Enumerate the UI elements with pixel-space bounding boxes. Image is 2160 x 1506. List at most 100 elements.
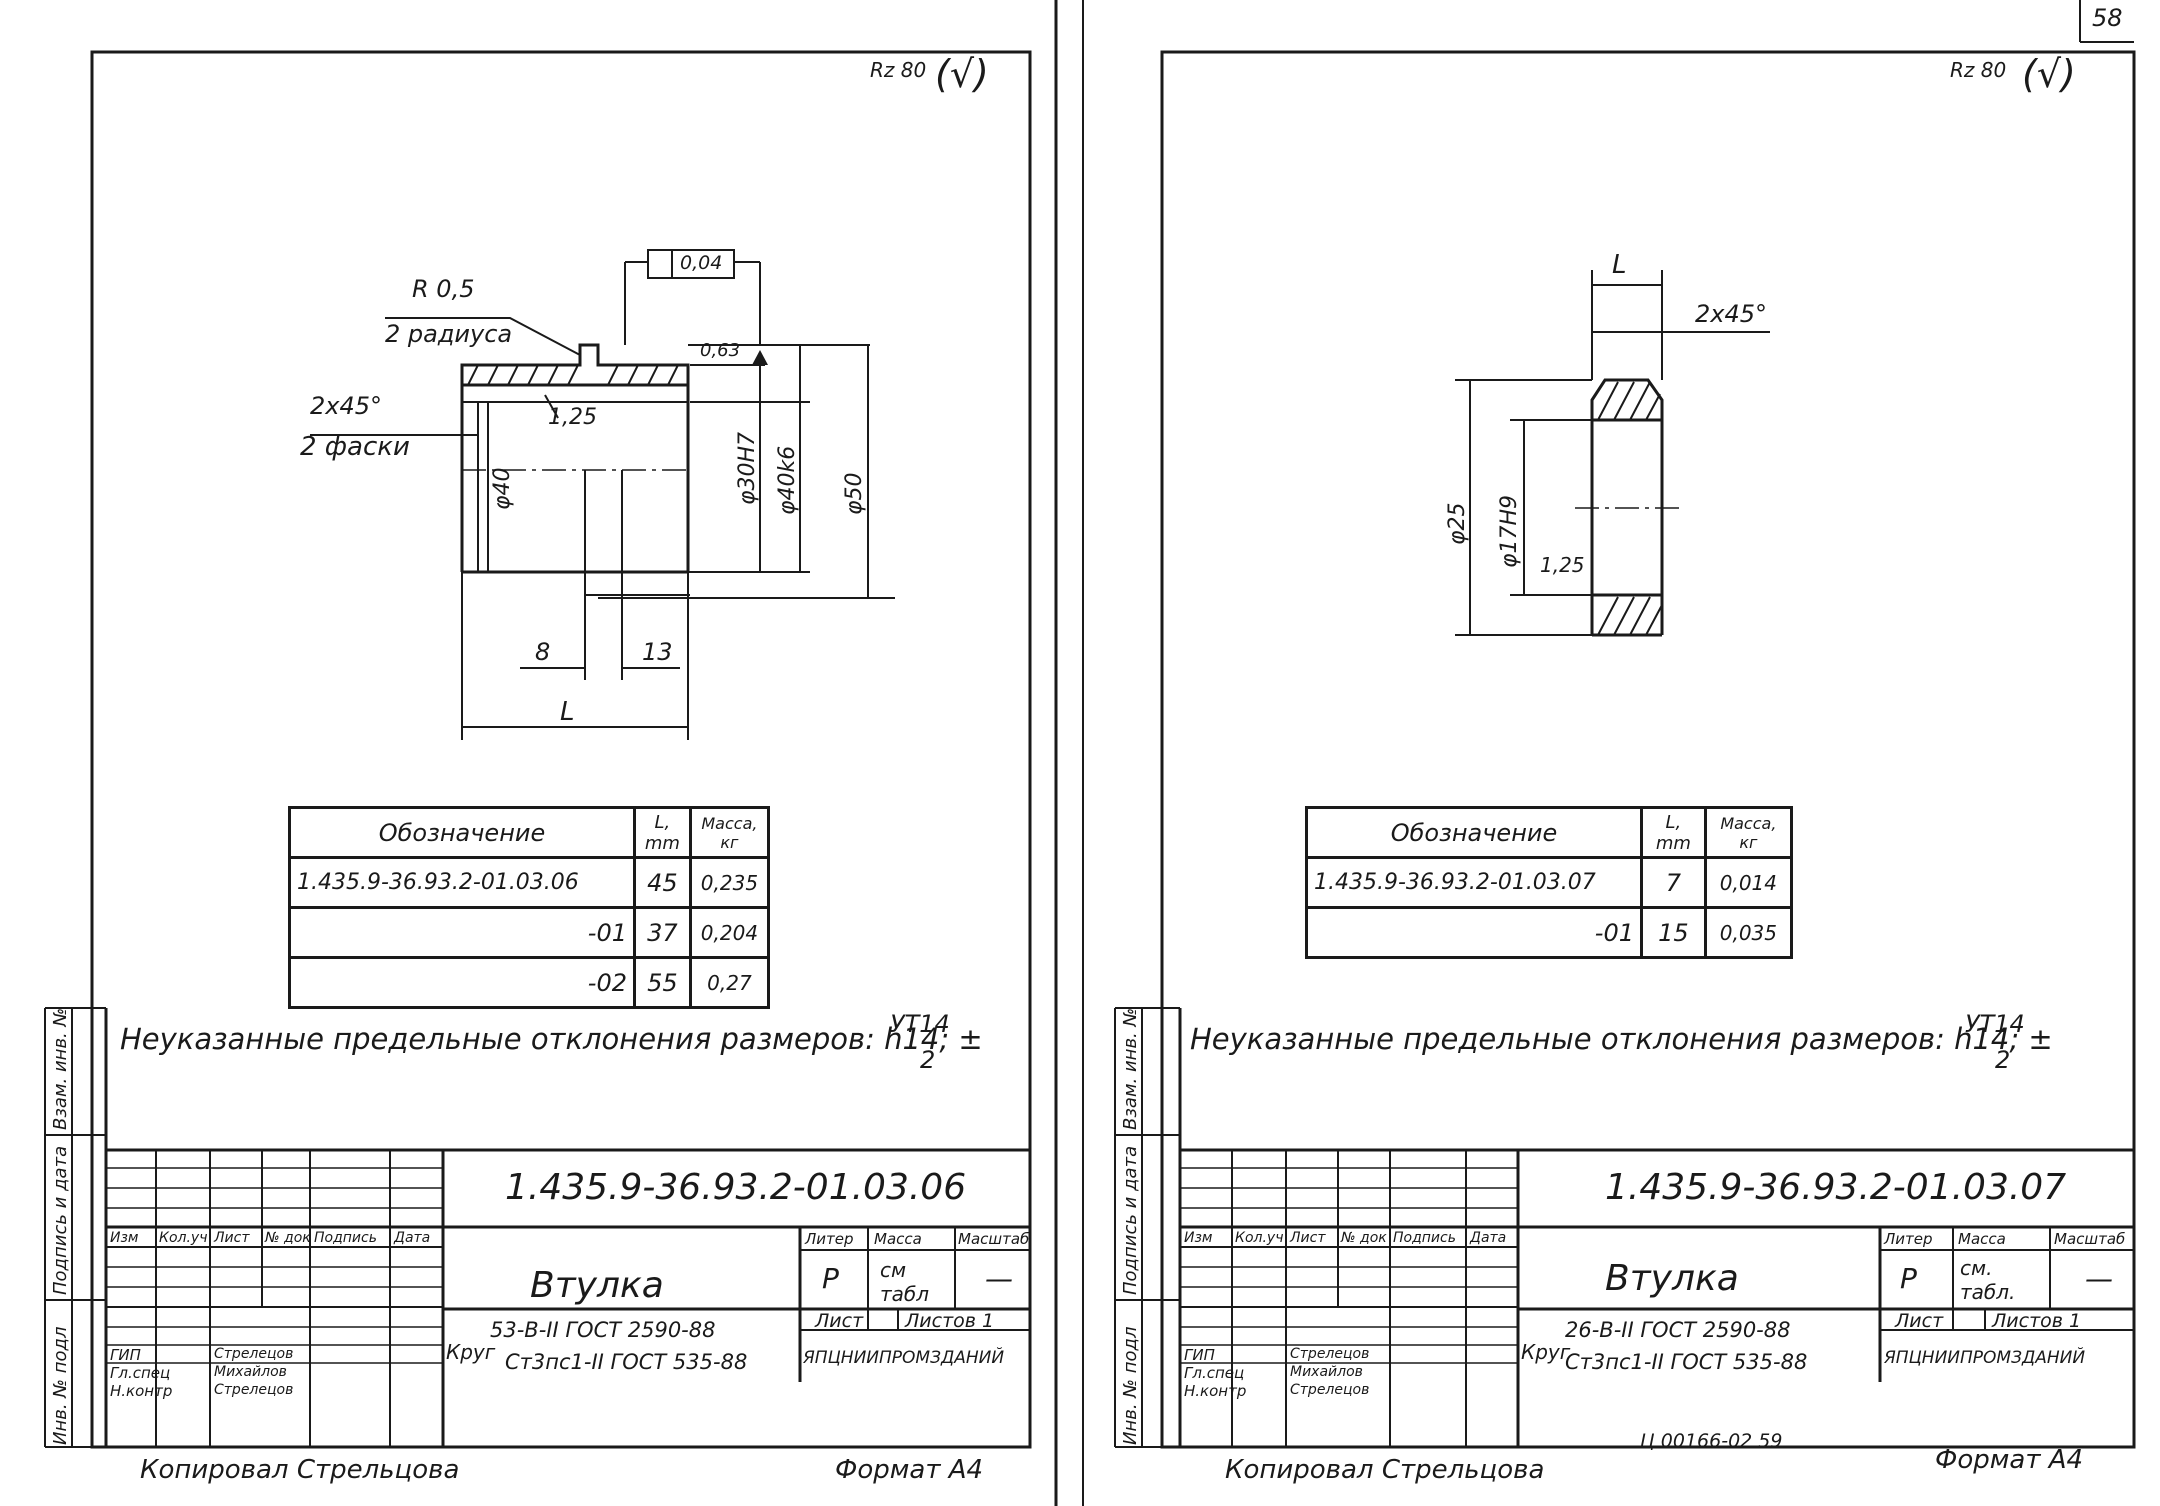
right-person-2: Михайлов — [1290, 1364, 1363, 1380]
left-lit-header: Литер — [805, 1230, 854, 1248]
table-cell: -02 — [288, 956, 636, 1009]
left-scale: — — [985, 1262, 1013, 1295]
right-dim-d25: φ25 — [1445, 502, 1470, 545]
right-sheet: Лист — [1895, 1310, 1944, 1332]
left-note-fraction-bottom: 2 — [920, 1046, 936, 1074]
left-col-sign: Подпись — [314, 1230, 377, 1246]
left-org: ЯПЦНИИПРОМЗДАНИЙ — [803, 1348, 1005, 1368]
left-role-spec: Гл.спец — [110, 1364, 171, 1382]
left-dim-d40: φ40 — [490, 467, 515, 510]
right-part-drawing — [1455, 270, 1770, 637]
table-header: Масса, кг — [688, 806, 771, 859]
table-row: -01 15 0,035 — [1305, 906, 1794, 959]
left-material-line1: 53-В-II ГОСТ 2590-88 — [490, 1318, 716, 1342]
right-role-spec: Гл.спец — [1184, 1364, 1245, 1382]
left-sheets: Листов 1 — [905, 1310, 995, 1332]
right-doc-code: Ц 00166-02 59 — [1640, 1430, 1783, 1452]
left-mass-header: Масса — [874, 1230, 922, 1248]
left-radius-note-2: 2 радиуса — [385, 320, 513, 348]
right-role-ctrl: Н.контр — [1184, 1382, 1247, 1400]
right-name: Втулка — [1605, 1258, 1739, 1299]
right-roughness: Rz 80 — [1950, 58, 2007, 82]
left-col-kol: Кол.уч — [159, 1230, 208, 1246]
table-cell: 37 — [633, 906, 692, 959]
right-mass-header: Масса — [1958, 1230, 2006, 1248]
right-sheets: Листов 1 — [1992, 1310, 2082, 1332]
right-sheet-frame — [1114, 0, 2136, 1449]
left-roughness: Rz 80 — [870, 58, 927, 82]
right-scale-header: Масштаб — [2054, 1230, 2126, 1248]
table-header: Обозначение — [1305, 806, 1643, 859]
right-col-izm: Изм — [1184, 1230, 1213, 1246]
table-header: L, mm — [633, 806, 692, 859]
left-name: Втулка — [530, 1265, 664, 1306]
left-person-2: Михайлов — [214, 1364, 287, 1380]
right-scale: — — [2085, 1262, 2113, 1295]
left-side-label-sign: Подпись и дата — [50, 1145, 71, 1295]
right-dim-L: L — [1612, 250, 1627, 280]
left-side-label-inv: Инв. № подл — [50, 1326, 71, 1445]
table-cell: 0,014 — [1703, 856, 1794, 909]
table-cell: 7 — [1640, 856, 1707, 909]
left-role-gip: ГИП — [110, 1346, 141, 1364]
right-person-3: Стрелецов — [1290, 1382, 1370, 1398]
right-material-line2: Ст3пс1-II ГОСТ 535-88 — [1565, 1350, 1808, 1374]
right-side-label-replace: Взам. инв. № — [1120, 1007, 1141, 1130]
right-role-gip: ГИП — [1184, 1346, 1215, 1364]
left-col-izm: Изм — [110, 1230, 139, 1246]
left-tolerance-value: 0,04 — [680, 252, 723, 274]
left-person-1: Стрелецов — [214, 1346, 294, 1362]
table-cell: -01 — [288, 906, 636, 959]
table-cell: -01 — [1305, 906, 1643, 959]
left-chamfer-note-2: 2 фаски — [300, 432, 410, 462]
table-row: 1.435.9-36.93.2-01.03.07 7 0,014 — [1305, 856, 1794, 909]
right-note: Неуказанные предельные отклонения размер… — [1190, 1022, 2053, 1056]
left-note-fraction-top: УТ14 — [890, 1010, 950, 1038]
left-dim-L: L — [560, 697, 575, 727]
right-dim-1-25: 1,25 — [1540, 553, 1585, 577]
table-cell: 0,204 — [688, 906, 771, 959]
right-person-1: Стрелецов — [1290, 1346, 1370, 1362]
table-row: -01 37 0,204 — [288, 906, 771, 959]
left-col-list: Лист — [214, 1230, 250, 1246]
right-col-sign: Подпись — [1393, 1230, 1456, 1246]
right-col-date: Дата — [1470, 1230, 1507, 1246]
table-cell: 1.435.9-36.93.2-01.03.07 — [1305, 856, 1643, 909]
left-dim-d40k6: φ40k6 — [775, 445, 800, 515]
left-chamfer-note: 2x45° — [310, 392, 383, 420]
right-material-prefix: Круг — [1521, 1340, 1571, 1364]
table-cell: 0,235 — [688, 856, 771, 909]
left-roughness-symbol: (√) — [935, 52, 989, 96]
left-part-drawing — [310, 249, 895, 740]
table-row: 1.435.9-36.93.2-01.03.06 45 0,235 — [288, 856, 771, 909]
left-dim-d30: φ30H7 — [735, 431, 760, 505]
right-format: Формат А4 — [1935, 1445, 2084, 1475]
left-col-doc: № док — [265, 1230, 311, 1246]
left-lit: Р — [822, 1262, 839, 1295]
left-col-date: Дата — [394, 1230, 431, 1246]
right-col-list: Лист — [1290, 1230, 1326, 1246]
right-note-fraction-top: УТ14 — [1965, 1010, 2025, 1038]
page-number: 58 — [2092, 4, 2123, 32]
right-mass: см. табл. — [1960, 1256, 2016, 1304]
left-copied-by: Копировал Стрельцова — [140, 1455, 460, 1485]
left-mass: см табл — [880, 1258, 930, 1306]
table-row: -02 55 0,27 — [288, 956, 771, 1009]
left-designation: 1.435.9-36.93.2-01.03.06 — [505, 1167, 967, 1208]
right-col-kol: Кол.уч — [1235, 1230, 1284, 1246]
right-copied-by: Копировал Стрельцова — [1225, 1455, 1545, 1485]
left-runout: 0,63 — [700, 340, 741, 361]
right-col-doc: № док — [1341, 1230, 1387, 1246]
left-radius-note: R 0,5 — [412, 275, 475, 303]
right-org: ЯПЦНИИПРОМЗДАНИЙ — [1884, 1348, 2086, 1368]
table-header: L, mm — [1640, 806, 1707, 859]
left-sheet-frame — [44, 50, 1032, 1449]
table-cell: 1.435.9-36.93.2-01.03.06 — [288, 856, 636, 909]
left-dim-d50: φ50 — [842, 472, 867, 515]
table-cell: 0,035 — [1703, 906, 1794, 959]
table-cell: 55 — [633, 956, 692, 1009]
left-person-3: Стрелецов — [214, 1382, 294, 1398]
right-dim-d17: φ17H9 — [1497, 494, 1522, 568]
left-variant-table: Обозначение L, mm Масса, кг 1.435.9-36.9… — [288, 806, 771, 1009]
